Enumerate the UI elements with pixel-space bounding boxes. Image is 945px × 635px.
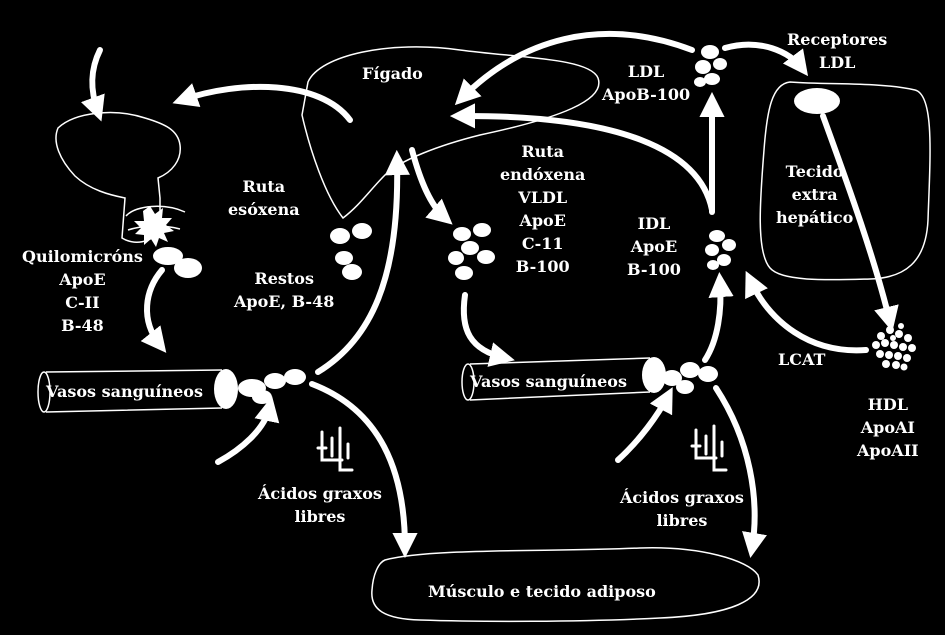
chylomicron-particles xyxy=(153,247,202,278)
muscle-adipose-label: Músculo e tecido adiposo xyxy=(428,582,656,601)
muscle-adipose-shape xyxy=(371,547,760,623)
arrow-ffa-into-vessel-1 xyxy=(215,396,280,465)
fatty-acid-glyph-2 xyxy=(690,424,728,472)
arrow-ldl-to-liver xyxy=(454,31,695,106)
arrow-intake xyxy=(80,47,105,122)
idl-particles xyxy=(705,230,736,270)
vessel-2-particles xyxy=(662,362,718,394)
vldl-particles xyxy=(448,223,495,280)
blood-vessel-2-label: Vasos sanguíneos xyxy=(470,372,627,391)
arrow-vessel2-to-muscle xyxy=(713,385,767,558)
fatty-acid-glyph-1 xyxy=(316,426,354,472)
arrow-tissue-to-hdl xyxy=(820,113,899,332)
blood-vessel-1-label: Vasos sanguíneos xyxy=(46,382,203,401)
arrow-idl-to-liver xyxy=(449,103,715,213)
remnant-particles xyxy=(330,223,372,280)
arrow-ldl-to-receptors xyxy=(722,41,809,77)
arrow-hdl-lcat-to-idl xyxy=(745,270,869,354)
vessel-1-particles xyxy=(238,369,306,404)
arrow-intestine-to-vessel xyxy=(140,267,167,353)
absorption-burst xyxy=(134,206,174,247)
arrow-remnants-to-liver xyxy=(315,149,410,375)
blood-vessel-2 xyxy=(461,357,666,401)
ldl-receptor xyxy=(794,88,840,114)
arrow-vessel2-to-idl xyxy=(702,271,734,363)
arrow-liver-to-vldl xyxy=(409,147,453,225)
hdl-particles xyxy=(872,323,916,371)
arrow-ffa-into-vessel-2 xyxy=(615,387,673,463)
liver-label: Fígado xyxy=(362,64,423,83)
lcat-label: LCAT xyxy=(778,350,826,369)
arrow-vldl-to-vessel xyxy=(460,292,515,367)
blood-vessel-1 xyxy=(37,369,238,413)
intestine-label: Intestino xyxy=(82,152,164,171)
arrow-vessel1-to-muscle xyxy=(309,381,418,559)
extrahepatic-tissue-shape xyxy=(759,81,931,281)
arrow-liver-to-intestine xyxy=(172,83,353,123)
ldl-particles xyxy=(694,45,727,87)
